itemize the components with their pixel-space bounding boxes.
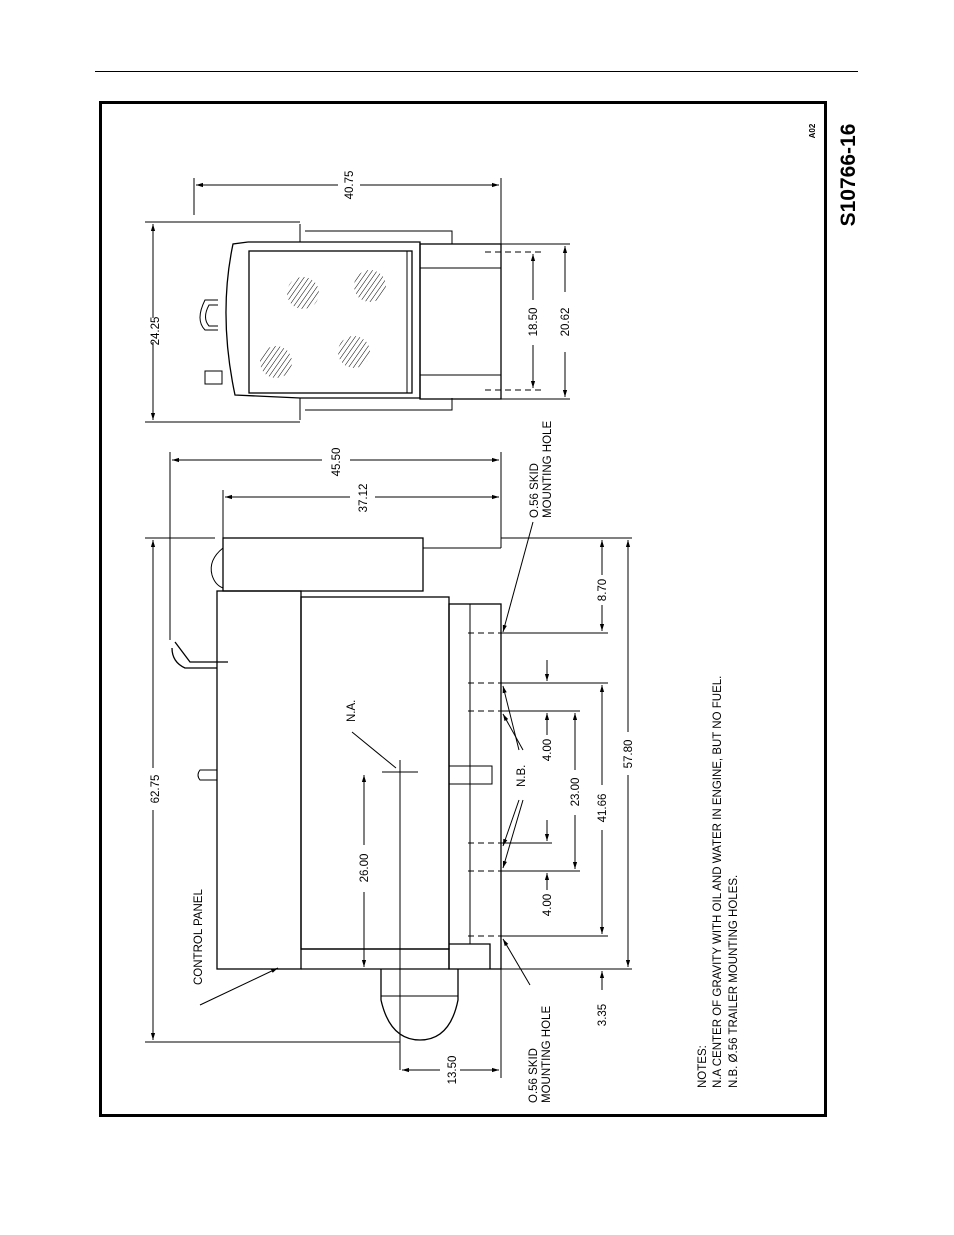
note-nb: N.B. Ø.56 TRAILER MOUNTING HOLES. (728, 875, 740, 1088)
drawing-revision: A02 (808, 123, 817, 138)
dim-cg-from-end: 26.00 (359, 854, 371, 883)
center-of-gravity-marker (352, 732, 418, 1070)
label-control-panel: CONTROL PANEL (193, 889, 205, 985)
dim-end-width: 40.75 (344, 171, 356, 200)
note-na: N.A CENTER OF GRAVITY WITH OIL AND WATER… (712, 676, 724, 1088)
side-view (145, 452, 632, 1078)
label-skid-hole-top-1: O.56 SKID (529, 463, 541, 518)
dim-hole-spacing-c: 23.00 (570, 778, 582, 807)
dim-end-mount-outer: 20.62 (560, 308, 572, 337)
label-skid-hole-top-2: MOUNTING HOLE (542, 421, 554, 518)
dim-end-offset: 3.35 (597, 1004, 609, 1026)
label-na: N.A. (346, 700, 358, 722)
dim-hole-spacing-f: 57.80 (623, 740, 635, 769)
dim-overall-length: 62.75 (150, 775, 162, 804)
dim-hole-spacing-d: 4.00 (542, 894, 554, 916)
dim-width-inner: 37.12 (358, 484, 370, 513)
label-skid-hole-bottom-2: MOUNTING HOLE (541, 1006, 553, 1103)
notes-title: NOTES: (697, 1045, 709, 1088)
end-view (145, 178, 570, 422)
dim-hole-spacing-e: 41.66 (597, 794, 609, 823)
label-skid-hole-bottom-1: O.56 SKID (528, 1048, 540, 1103)
drawing-number: S10766-16 (837, 124, 860, 227)
dim-cg-offset: 13.50 (447, 1056, 459, 1085)
dim-end-height: 24.25 (150, 317, 162, 346)
dim-hole-spacing-a: 8.70 (597, 579, 609, 601)
dim-hole-spacing-b: 4.00 (542, 739, 554, 761)
dim-end-mount-inner: 18.50 (528, 308, 540, 337)
dim-overall-width-side: 45.50 (331, 448, 343, 477)
radiator-hatch (260, 270, 386, 378)
label-nb: N.B. (516, 765, 528, 787)
